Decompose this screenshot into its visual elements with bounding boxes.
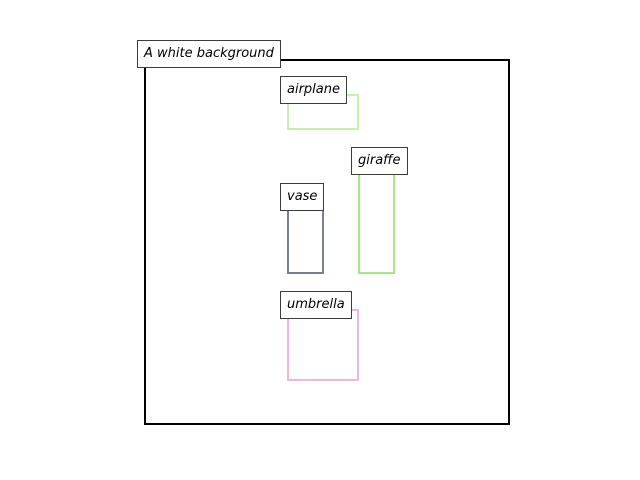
airplane-label: airplane — [280, 76, 347, 104]
caption-label: A white background — [137, 40, 281, 68]
background-frame — [144, 59, 510, 425]
umbrella-box — [287, 309, 359, 381]
umbrella-label: umbrella — [280, 291, 352, 319]
vase-label: vase — [280, 183, 325, 211]
vase-box — [287, 201, 324, 274]
giraffe-box — [358, 166, 395, 274]
giraffe-label: giraffe — [351, 147, 408, 175]
